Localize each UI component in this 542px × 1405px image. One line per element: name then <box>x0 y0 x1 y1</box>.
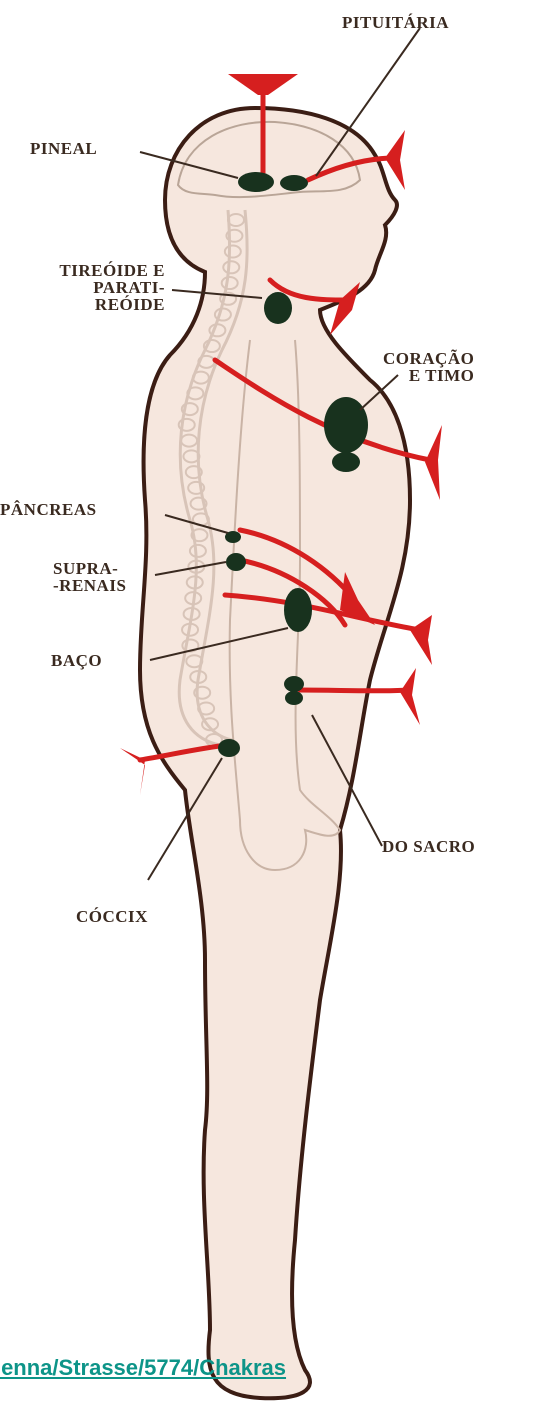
label-suprarenais-line1: SUPRA- <box>53 560 126 577</box>
label-suprarenais: SUPRA- -RENAIS <box>53 560 126 594</box>
label-pancreas: PÂNCREAS <box>0 501 97 518</box>
label-coracao: CORAÇÃO E TIMO <box>383 350 474 384</box>
spleen-trumpet <box>410 615 432 665</box>
crown-trumpet <box>228 74 298 95</box>
spleen-gland <box>284 588 312 632</box>
pineal-gland <box>238 172 274 192</box>
label-tireoide-line1: TIREÓIDE E <box>15 262 165 279</box>
source-link-text[interactable]: m/Vienna/Strasse/5774/Chakras <box>0 1355 286 1380</box>
label-coracao-line2: E TIMO <box>383 367 474 384</box>
thymus-gland <box>332 452 360 472</box>
adrenal-gland <box>226 553 246 571</box>
label-tireoide: TIREÓIDE E PARATI- REÓIDE <box>15 262 165 313</box>
label-pineal: PINEAL <box>30 140 97 157</box>
label-baco: BAÇO <box>51 652 102 669</box>
label-tireoide-line3: REÓIDE <box>15 296 165 313</box>
sacral-trumpet <box>400 668 420 725</box>
heart-trumpet <box>425 425 442 500</box>
heart-gland <box>324 397 368 453</box>
coccyx-gland <box>218 739 240 757</box>
label-coccix: CÓCCIX <box>76 908 148 925</box>
label-pituitaria: PITUITÁRIA <box>342 14 449 31</box>
label-tireoide-line2: PARATI- <box>15 279 165 296</box>
pituitary-gland <box>280 175 308 191</box>
thyroid-gland <box>264 292 292 324</box>
label-coracao-line1: CORAÇÃO <box>383 350 474 367</box>
label-dosacro: DO SACRO <box>382 838 475 855</box>
label-suprarenais-line2: -RENAIS <box>53 577 126 594</box>
brow-trumpet <box>385 130 405 190</box>
source-link[interactable]: m/Vienna/Strasse/5774/Chakras <box>0 1355 542 1381</box>
root-trumpet <box>120 748 145 795</box>
sacral-gland-bottom <box>285 691 303 705</box>
sacral-gland-top <box>284 676 304 692</box>
